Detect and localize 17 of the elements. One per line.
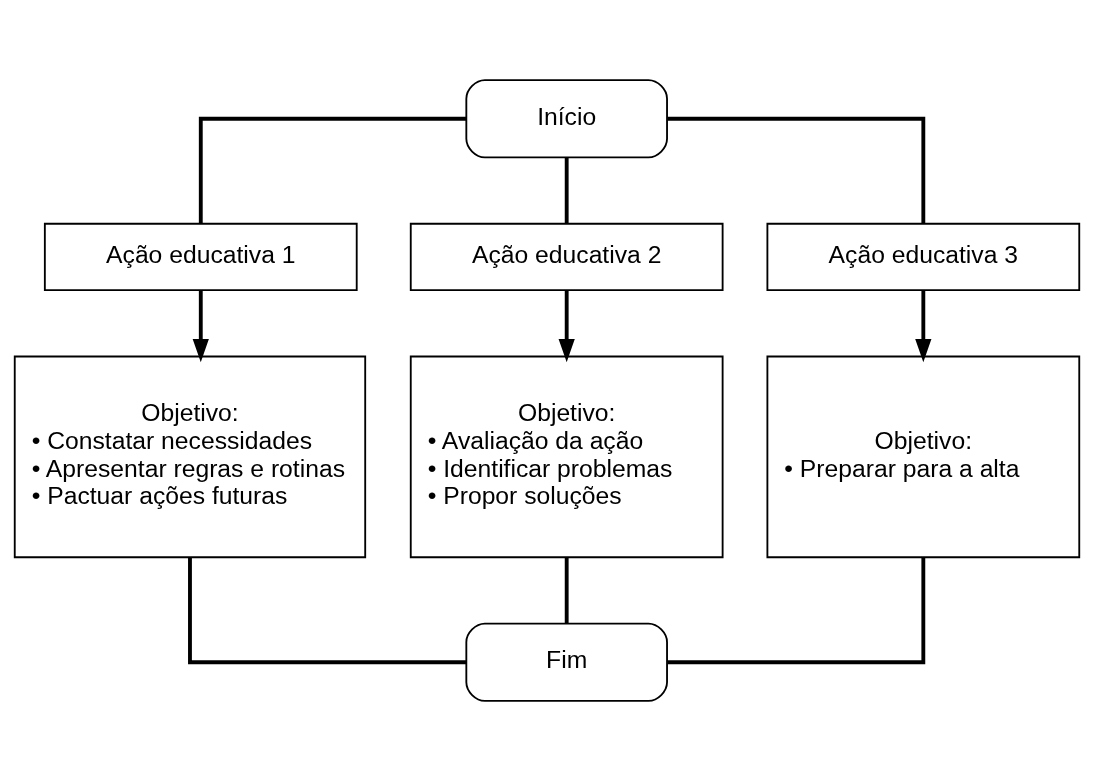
connector	[198, 116, 467, 223]
node-box: Ação educativa 3	[766, 222, 1081, 291]
node-box: Início	[465, 78, 668, 158]
node-box: Fim	[465, 622, 668, 702]
node-box: Ação educativa 2	[409, 222, 724, 291]
connector	[564, 157, 569, 224]
node-box: Objetivo: • Constatar necessidades • Apresentar regras e rotinas • Pactuar ações futuras	[13, 355, 367, 558]
arrow	[915, 289, 932, 362]
node-box: Ação educativa 1	[43, 222, 358, 291]
connector	[667, 557, 926, 664]
connector	[667, 116, 926, 223]
connector	[188, 557, 467, 664]
node-box: Objetivo: • Preparar para a alta	[766, 355, 1081, 558]
arrow	[558, 289, 575, 362]
node-box: Objetivo: • Avaliação da ação • Identificar problemas • Propor soluções	[409, 355, 724, 558]
connector	[564, 557, 569, 623]
arrow	[192, 289, 209, 362]
